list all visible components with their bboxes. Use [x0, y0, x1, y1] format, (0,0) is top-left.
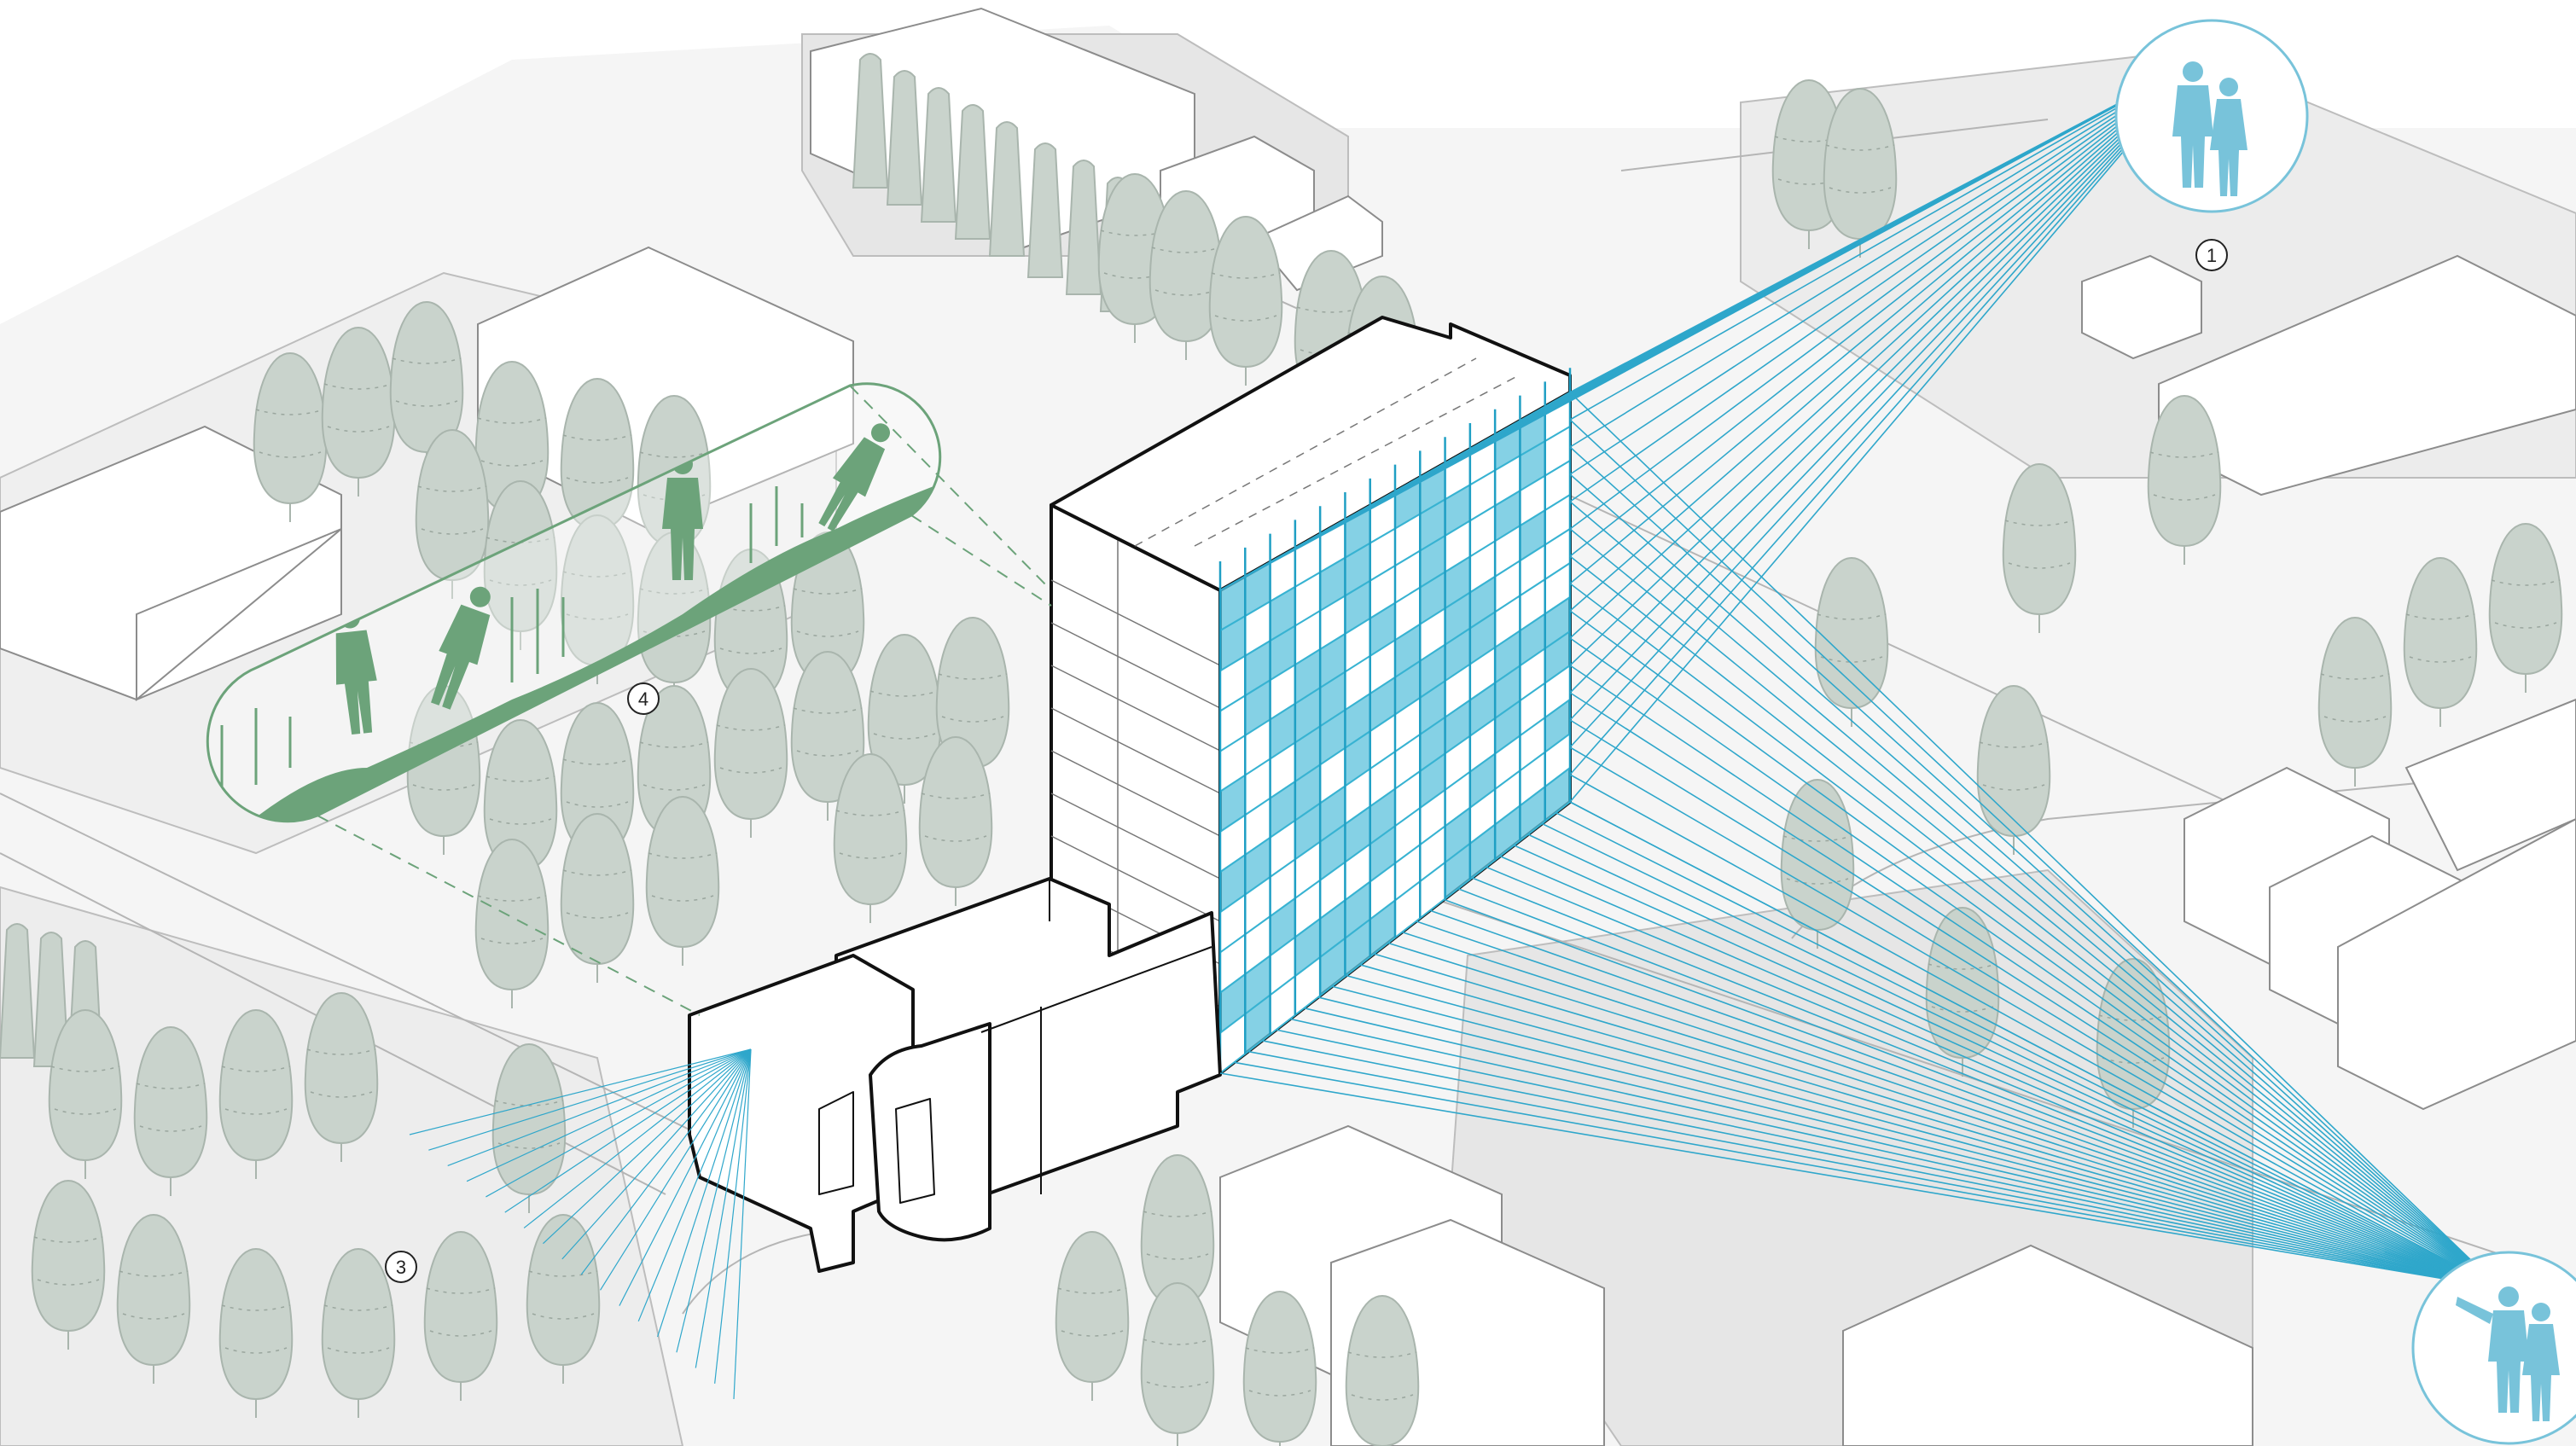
- podium-buildings: [688, 877, 1222, 1273]
- sightline: [1304, 1007, 2501, 1289]
- sightline: [1219, 1072, 2501, 1289]
- callout-3-label: 3: [396, 1257, 406, 1278]
- callout-4-label: 4: [638, 688, 648, 710]
- sightline: [466, 1048, 752, 1182]
- sightline: [1569, 665, 2501, 1289]
- sightlines-viewer-2: [1219, 392, 2501, 1289]
- sightline: [1569, 59, 2202, 421]
- sightline: [1541, 822, 2501, 1289]
- sightline: [1387, 942, 2501, 1289]
- sightline: [1569, 583, 2501, 1289]
- sightline: [1555, 812, 2501, 1289]
- sightline: [1429, 909, 2501, 1289]
- sightline: [1499, 855, 2501, 1289]
- callout-1-label: 1: [2207, 245, 2217, 266]
- sightline: [1486, 866, 2501, 1289]
- standing-couple-pointing-figure-icon: [2456, 1286, 2560, 1421]
- sightline: [1569, 59, 2202, 721]
- sightline: [1247, 1050, 2501, 1289]
- sightline: [733, 1048, 752, 1400]
- sightline: [1416, 920, 2501, 1289]
- sightline: [1289, 1018, 2501, 1289]
- viewer-top: [2114, 19, 2309, 213]
- sightline: [1569, 528, 2501, 1289]
- sightline: [447, 1048, 752, 1167]
- sightline: [1514, 845, 2501, 1289]
- sightline: [1569, 59, 2202, 775]
- sightline: [409, 1048, 752, 1135]
- sightlines-viewer-1: [1219, 59, 2202, 803]
- sightline: [637, 1048, 752, 1322]
- sightline: [600, 1048, 752, 1291]
- sightline: [1569, 555, 2501, 1289]
- sightline: [1346, 974, 2501, 1289]
- sightline: [1569, 610, 2501, 1289]
- sightline: [714, 1048, 752, 1384]
- sightline: [1569, 774, 2501, 1289]
- sightline: [695, 1048, 752, 1368]
- sightline: [1317, 996, 2501, 1289]
- sightline: [561, 1048, 752, 1260]
- sightline: [1471, 877, 2501, 1289]
- sightline: [1569, 59, 2202, 530]
- sightline: [1569, 59, 2202, 666]
- sightline: [1569, 59, 2202, 393]
- sightline: [619, 1048, 752, 1306]
- sightline: [1457, 888, 2501, 1289]
- sightline: [1569, 719, 2501, 1289]
- callout-1: 1: [2195, 239, 2228, 271]
- context-buildings: [0, 7, 2576, 1446]
- sightline: [486, 1048, 752, 1198]
- sightline: [1569, 59, 2202, 557]
- sightline: [1527, 833, 2501, 1289]
- sightline: [1569, 59, 2202, 475]
- sightlines-podium: [409, 1048, 752, 1400]
- sightline: [1262, 1040, 2501, 1289]
- sightline: [1569, 746, 2501, 1289]
- sightline: [1359, 964, 2501, 1289]
- sightline: [1569, 59, 2202, 803]
- sightline: [1569, 59, 2202, 612]
- sightline: [1401, 931, 2501, 1289]
- viewer-bottom: [2411, 1251, 2576, 1445]
- sightline: [1569, 446, 2501, 1289]
- sightline: [1444, 898, 2501, 1289]
- sightline: [1569, 473, 2501, 1289]
- sightline: [523, 1048, 752, 1228]
- sightline: [543, 1048, 752, 1245]
- callout-4: 4: [627, 682, 660, 715]
- sightline: [1569, 637, 2501, 1289]
- sightline: [1569, 59, 2202, 584]
- callout-3: 3: [385, 1251, 417, 1283]
- sightline: [1569, 59, 2202, 448]
- sightline: [428, 1048, 752, 1151]
- sightline: [580, 1048, 752, 1275]
- sightline: [1569, 801, 2501, 1289]
- sightline: [1569, 59, 2202, 748]
- curtain-wall-grid: [1218, 368, 1572, 1076]
- sightline: [1569, 692, 2501, 1289]
- sightline: [1569, 59, 2202, 502]
- sightline: [1331, 985, 2501, 1289]
- sightline: [1569, 501, 2501, 1289]
- sightline: [1374, 953, 2501, 1289]
- sightline: [657, 1048, 752, 1338]
- sightline: [1569, 392, 2501, 1289]
- sightline: [1234, 1061, 2501, 1289]
- sightline: [1276, 1029, 2501, 1289]
- sightline: [1569, 419, 2501, 1289]
- sightline: [676, 1048, 752, 1353]
- sightline: [504, 1048, 752, 1213]
- sightline: [1569, 59, 2202, 694]
